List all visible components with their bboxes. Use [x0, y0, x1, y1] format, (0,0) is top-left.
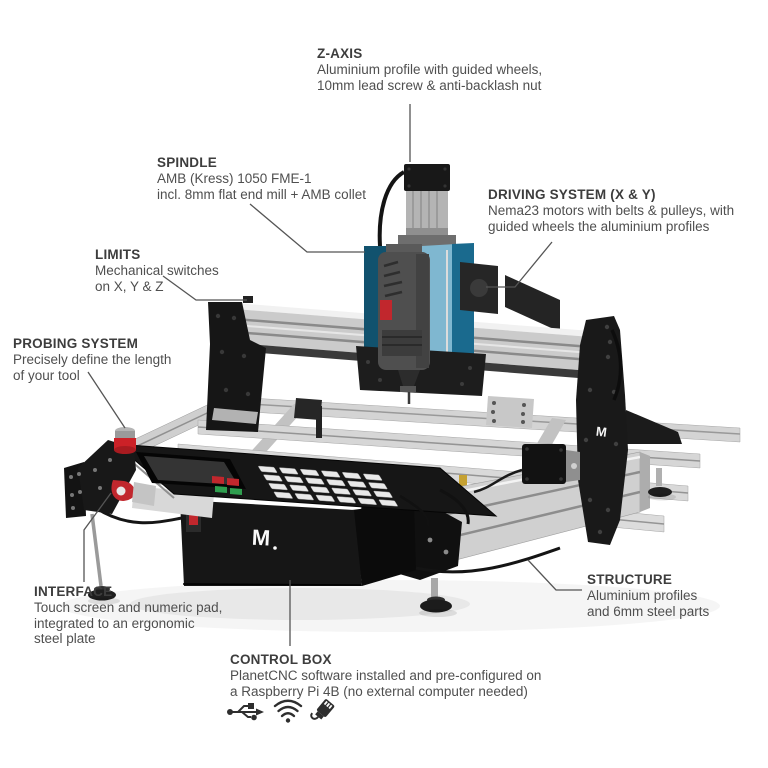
- label-structure-title: STRUCTURE: [587, 572, 673, 587]
- rail-end-cap: [640, 452, 650, 512]
- left-foot: [88, 513, 120, 605]
- limit-switch: [243, 296, 253, 303]
- label-z-axis-title: Z-AXIS: [317, 46, 363, 61]
- label-probing-system: PROBING SYSTEM Precisely define the leng…: [13, 336, 172, 383]
- lead-screw-nut: [459, 475, 467, 487]
- label-probing-system-title: PROBING SYSTEM: [13, 336, 139, 351]
- leader-interface: [83, 492, 112, 582]
- cable: [95, 506, 183, 525]
- label-control-box-title: CONTROL BOX: [230, 652, 332, 667]
- probing-hardware: [64, 427, 183, 525]
- numeric-keypad: [258, 465, 398, 507]
- label-driving-system-title: DRIVING SYSTEM (X & Y): [488, 187, 656, 202]
- red-key: [227, 478, 239, 486]
- cross-brace-plate: [486, 396, 534, 428]
- cable: [415, 546, 561, 574]
- right-gantry-plate: M: [576, 316, 628, 545]
- label-interface-title: INTERFACE: [34, 584, 113, 599]
- label-interface: INTERFACE Touch screen and numeric pad, …: [34, 584, 223, 646]
- right-foot: [648, 468, 676, 501]
- z-stepper-cap: [404, 164, 450, 191]
- connectivity-icons: [227, 699, 335, 723]
- leader-probing-system: [87, 371, 126, 429]
- spindle-label: [380, 300, 392, 320]
- left-gantry-plate: [206, 302, 266, 432]
- cable: [439, 488, 470, 525]
- leader-structure: [527, 559, 582, 591]
- green-key: [230, 488, 242, 495]
- rear-right-gusset: [620, 410, 682, 444]
- label-control-box: CONTROL BOX PlanetCNC software installed…: [230, 652, 542, 699]
- corner-bracket: [294, 398, 322, 420]
- leader-spindle: [249, 203, 365, 253]
- brand-logo-control-box: M: [251, 525, 271, 551]
- limit-flag-post: [316, 406, 322, 438]
- cable: [610, 329, 623, 401]
- label-structure: STRUCTURE Aluminium profiles and 6mm ste…: [587, 572, 710, 619]
- leader-lines: [83, 104, 582, 646]
- y-stepper-motor: [473, 444, 580, 494]
- label-limits-title: LIMITS: [95, 247, 141, 262]
- label-driving-system: DRIVING SYSTEM (X & Y) Nema23 motors wit…: [488, 187, 735, 234]
- control-box: M: [180, 500, 561, 586]
- label-spindle-title: SPINDLE: [157, 155, 217, 170]
- brand-logo-right-plate: M: [595, 424, 608, 440]
- ethernet-plug-icon: [310, 699, 335, 720]
- green-key: [215, 486, 227, 493]
- center-foot: [419, 578, 457, 617]
- motor-wires: [473, 468, 523, 494]
- red-key: [212, 476, 224, 484]
- cable: [399, 494, 430, 527]
- leader-driving-system: [486, 241, 553, 288]
- z-axis-assembly: [356, 164, 498, 404]
- label-limits: LIMITS Mechanical switches on X, Y & Z: [95, 247, 219, 294]
- leader-limits: [162, 275, 247, 301]
- ground-shadow: [60, 580, 720, 632]
- belt-mount: [505, 275, 560, 332]
- label-spindle: SPINDLE AMB (Kress) 1050 FME-1 incl. 8mm…: [157, 155, 366, 202]
- label-z-axis: Z-AXIS Aluminium profile with guided whe…: [317, 46, 543, 93]
- collet: [398, 370, 420, 386]
- usb-icon: [227, 703, 264, 721]
- wifi-icon: [273, 699, 303, 723]
